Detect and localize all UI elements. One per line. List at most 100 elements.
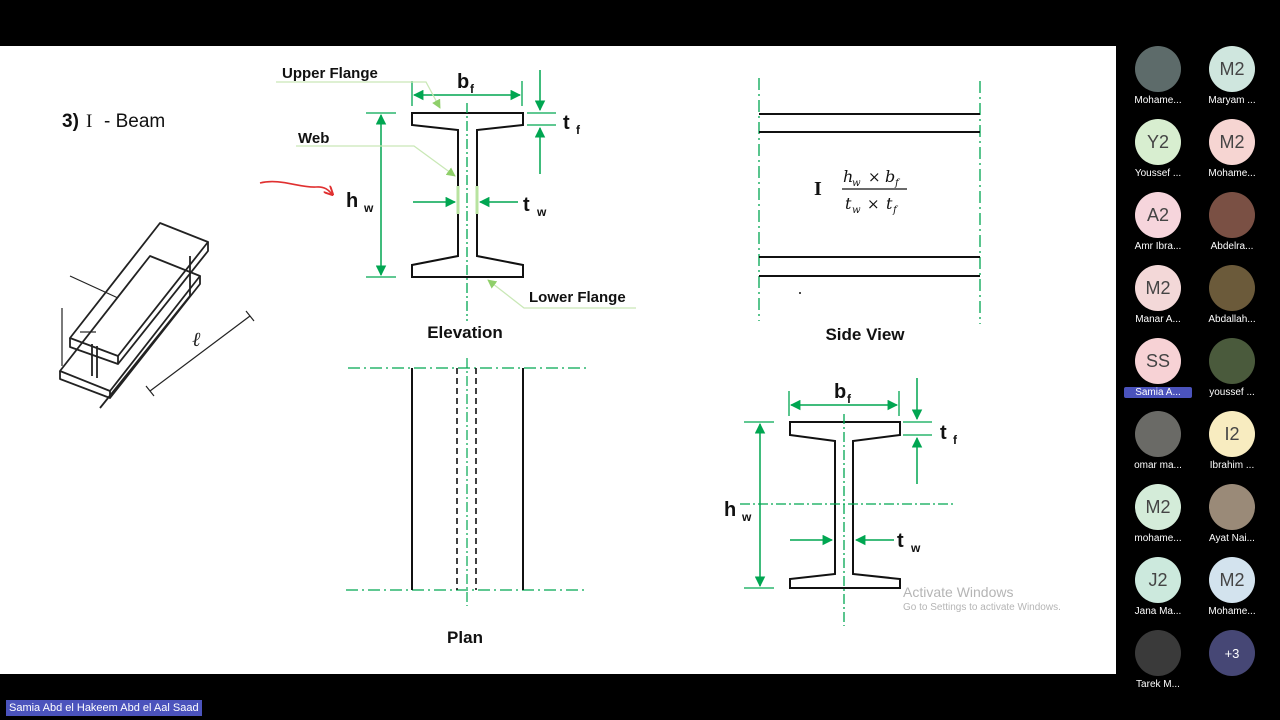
participant-name: Ibrahim ... bbox=[1209, 460, 1255, 471]
more-participants-button[interactable]: +3 bbox=[1209, 630, 1255, 676]
section-symbol: I bbox=[86, 111, 92, 132]
participant-tile[interactable]: Mohame... bbox=[1124, 46, 1192, 118]
participant-name: Jana Ma... bbox=[1134, 606, 1182, 617]
slide-title: 3) I - Beam bbox=[62, 111, 165, 132]
participant-photo bbox=[1209, 265, 1255, 311]
participant-tile[interactable]: Ayat Nai... bbox=[1198, 484, 1266, 556]
participant-tile[interactable]: M2 mohame... bbox=[1124, 484, 1192, 556]
formula-hw-sub: w bbox=[852, 178, 861, 189]
participant-avatar: A2 bbox=[1135, 192, 1181, 238]
activate-windows-watermark: Activate Windows Go to Settings to activ… bbox=[903, 584, 1061, 613]
formula-times-top: × bbox=[868, 168, 881, 186]
length-label: ℓ bbox=[192, 327, 201, 351]
participant-photo bbox=[1209, 192, 1255, 238]
participant-avatar: M2 bbox=[1209, 557, 1255, 603]
detail-hw-subscript: w bbox=[741, 510, 752, 524]
detail-bf-label: b bbox=[834, 381, 846, 403]
participant-name: mohame... bbox=[1134, 533, 1182, 544]
bf-subscript: f bbox=[470, 82, 475, 96]
participant-avatar: I2 bbox=[1209, 411, 1255, 457]
bf-label: b bbox=[457, 71, 469, 93]
detail-tf-subscript: f bbox=[953, 433, 958, 447]
participant-tile[interactable]: Abdallah... bbox=[1198, 265, 1266, 337]
watermark-line2: Go to Settings to activate Windows. bbox=[903, 602, 1061, 613]
participant-name: Mohame... bbox=[1208, 168, 1256, 179]
participant-name: youssef ... bbox=[1209, 387, 1255, 398]
participant-photo bbox=[1135, 46, 1181, 92]
shared-slide: 3) I - Beam ℓ bbox=[0, 46, 1116, 674]
isometric-beam-sketch bbox=[59, 222, 255, 409]
elevation-caption: Elevation bbox=[427, 323, 503, 342]
participant-name: Mohame... bbox=[1208, 606, 1256, 617]
upper-flange-label: Upper Flange bbox=[282, 65, 378, 82]
participant-avatar: M2 bbox=[1209, 46, 1255, 92]
participant-avatar: M2 bbox=[1135, 265, 1181, 311]
participant-photo bbox=[1135, 411, 1181, 457]
detail-hw-label: h bbox=[724, 499, 736, 521]
more-participants-tile[interactable]: +3 bbox=[1198, 630, 1266, 702]
participant-tile[interactable]: Abdelra... bbox=[1198, 192, 1266, 264]
participant-name: Samia A... bbox=[1124, 387, 1192, 398]
formula-tf: t bbox=[886, 194, 893, 213]
watermark-line1: Activate Windows bbox=[903, 584, 1014, 600]
participant-tile[interactable]: youssef ... bbox=[1198, 338, 1266, 410]
participant-tile[interactable]: Tarek M... bbox=[1124, 630, 1192, 702]
participant-tile[interactable]: SS Samia A... bbox=[1124, 338, 1192, 410]
red-annotation-arrow bbox=[259, 180, 332, 194]
participant-name: omar ma... bbox=[1134, 460, 1182, 471]
section-number: 3) bbox=[62, 111, 79, 132]
tw-label: t bbox=[523, 194, 530, 216]
hw-label: h bbox=[346, 190, 358, 212]
lower-flange-label: Lower Flange bbox=[529, 289, 626, 306]
formula-tf-sub: f bbox=[892, 205, 899, 216]
tf-subscript: f bbox=[576, 123, 581, 137]
formula-bf-sub: f bbox=[894, 178, 901, 189]
participant-name: Abdallah... bbox=[1208, 314, 1256, 325]
participant-name: Mohame... bbox=[1134, 95, 1182, 106]
tw-subscript: w bbox=[536, 205, 547, 219]
participant-name: Maryam ... bbox=[1208, 95, 1256, 106]
participant-name: Manar A... bbox=[1135, 314, 1181, 325]
tf-label: t bbox=[563, 112, 570, 134]
participant-photo bbox=[1209, 484, 1255, 530]
participant-name: Abdelra... bbox=[1210, 241, 1254, 252]
detail-tw-label: t bbox=[897, 530, 904, 552]
participant-name: Tarek M... bbox=[1136, 679, 1180, 690]
formula-hw: h bbox=[843, 167, 853, 186]
participant-name: Amr Ibra... bbox=[1134, 241, 1182, 252]
web-label: Web bbox=[298, 130, 329, 147]
participant-tile[interactable]: omar ma... bbox=[1124, 411, 1192, 483]
participant-avatar: Y2 bbox=[1135, 119, 1181, 165]
detail-tf-label: t bbox=[940, 422, 947, 444]
formula-times-bottom: × bbox=[867, 195, 880, 213]
detail-bf-subscript: f bbox=[847, 392, 852, 406]
participant-photo bbox=[1209, 338, 1255, 384]
presenter-name-badge: Samia Abd el Hakeem Abd el Aal Saad bbox=[6, 700, 202, 716]
slide-drawing: 3) I - Beam ℓ bbox=[59, 65, 981, 647]
participant-avatar: M2 bbox=[1209, 119, 1255, 165]
participant-name: Ayat Nai... bbox=[1209, 533, 1255, 544]
formula-bf: b bbox=[885, 167, 895, 186]
formula-symbol: I bbox=[814, 178, 822, 200]
participant-avatar: SS bbox=[1135, 338, 1181, 384]
cross-section-detail bbox=[740, 378, 955, 626]
detail-tw-subscript: w bbox=[910, 541, 921, 555]
section-title: - Beam bbox=[104, 111, 165, 132]
side-view bbox=[758, 78, 981, 324]
hw-subscript: w bbox=[363, 201, 374, 215]
participant-name: Youssef ... bbox=[1134, 168, 1182, 179]
formula-tw-sub: w bbox=[852, 205, 861, 216]
section-formula: I h w × b f t w × t f bbox=[814, 167, 907, 216]
participant-avatar: M2 bbox=[1135, 484, 1181, 530]
participant-photo bbox=[1135, 630, 1181, 676]
formula-tw: t bbox=[845, 194, 852, 213]
